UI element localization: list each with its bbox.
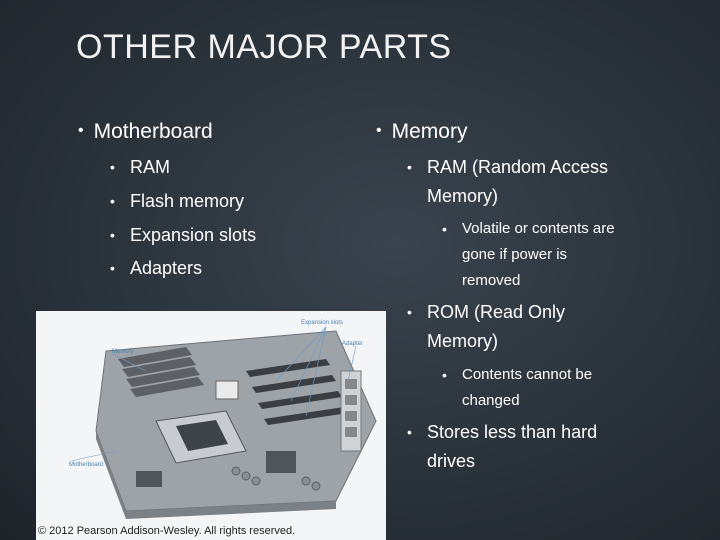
- capacitors: [231, 466, 321, 491]
- bullet-dot: •: [407, 159, 412, 175]
- chip: [266, 451, 296, 473]
- bullet-dot: •: [110, 260, 115, 276]
- bullet-volatile: • Volatile or contents are gone if power…: [442, 216, 615, 294]
- label-adapter: Adapter: [342, 341, 363, 347]
- bullet-dot: •: [110, 159, 115, 175]
- back-panel: [340, 370, 362, 452]
- bullet-motherboard: Motherboard: [78, 120, 213, 144]
- motherboard-illustration: Expansion slots Memory Adapter Motherboa…: [69, 320, 377, 519]
- bullet-memory: Memory: [376, 120, 468, 144]
- bullet-contents-cannot-change: • Contents cannot be changed: [442, 362, 592, 414]
- bullet-dot: •: [407, 424, 412, 440]
- bullet-dot: •: [442, 367, 447, 383]
- memory-slots: [118, 347, 204, 397]
- bullet-stores-less: • Stores less than hard drives: [407, 418, 597, 476]
- label-motherboard: Motherboard: [69, 462, 103, 468]
- chip: [136, 471, 162, 487]
- chip: [215, 380, 239, 400]
- callout-lines: [70, 326, 357, 462]
- bullet-expansion-slots: •Expansion slots: [110, 221, 256, 250]
- motherboard-figure: Expansion slots Memory Adapter Motherboa…: [36, 311, 386, 540]
- slide-title: OTHER MAJOR PARTS: [76, 28, 452, 66]
- bullet-ram-item: •RAM: [110, 153, 170, 182]
- bullet-dot: •: [110, 193, 115, 209]
- label-expansion-slots: Expansion slots: [301, 320, 343, 326]
- label-memory: Memory: [112, 349, 134, 355]
- copyright-caption: © 2012 Pearson Addison-Wesley. All right…: [38, 525, 296, 537]
- bullet-flash-memory: •Flash memory: [110, 187, 244, 216]
- bullet-ram-full: • RAM (Random Access Memory): [407, 153, 608, 211]
- bullet-dot: •: [110, 227, 115, 243]
- bullet-dot: •: [442, 221, 447, 237]
- bullet-dot: •: [407, 304, 412, 320]
- bullet-adapters: •Adapters: [110, 254, 202, 283]
- cpu-socket: [155, 410, 247, 464]
- bullet-rom: • ROM (Read Only Memory): [407, 298, 565, 356]
